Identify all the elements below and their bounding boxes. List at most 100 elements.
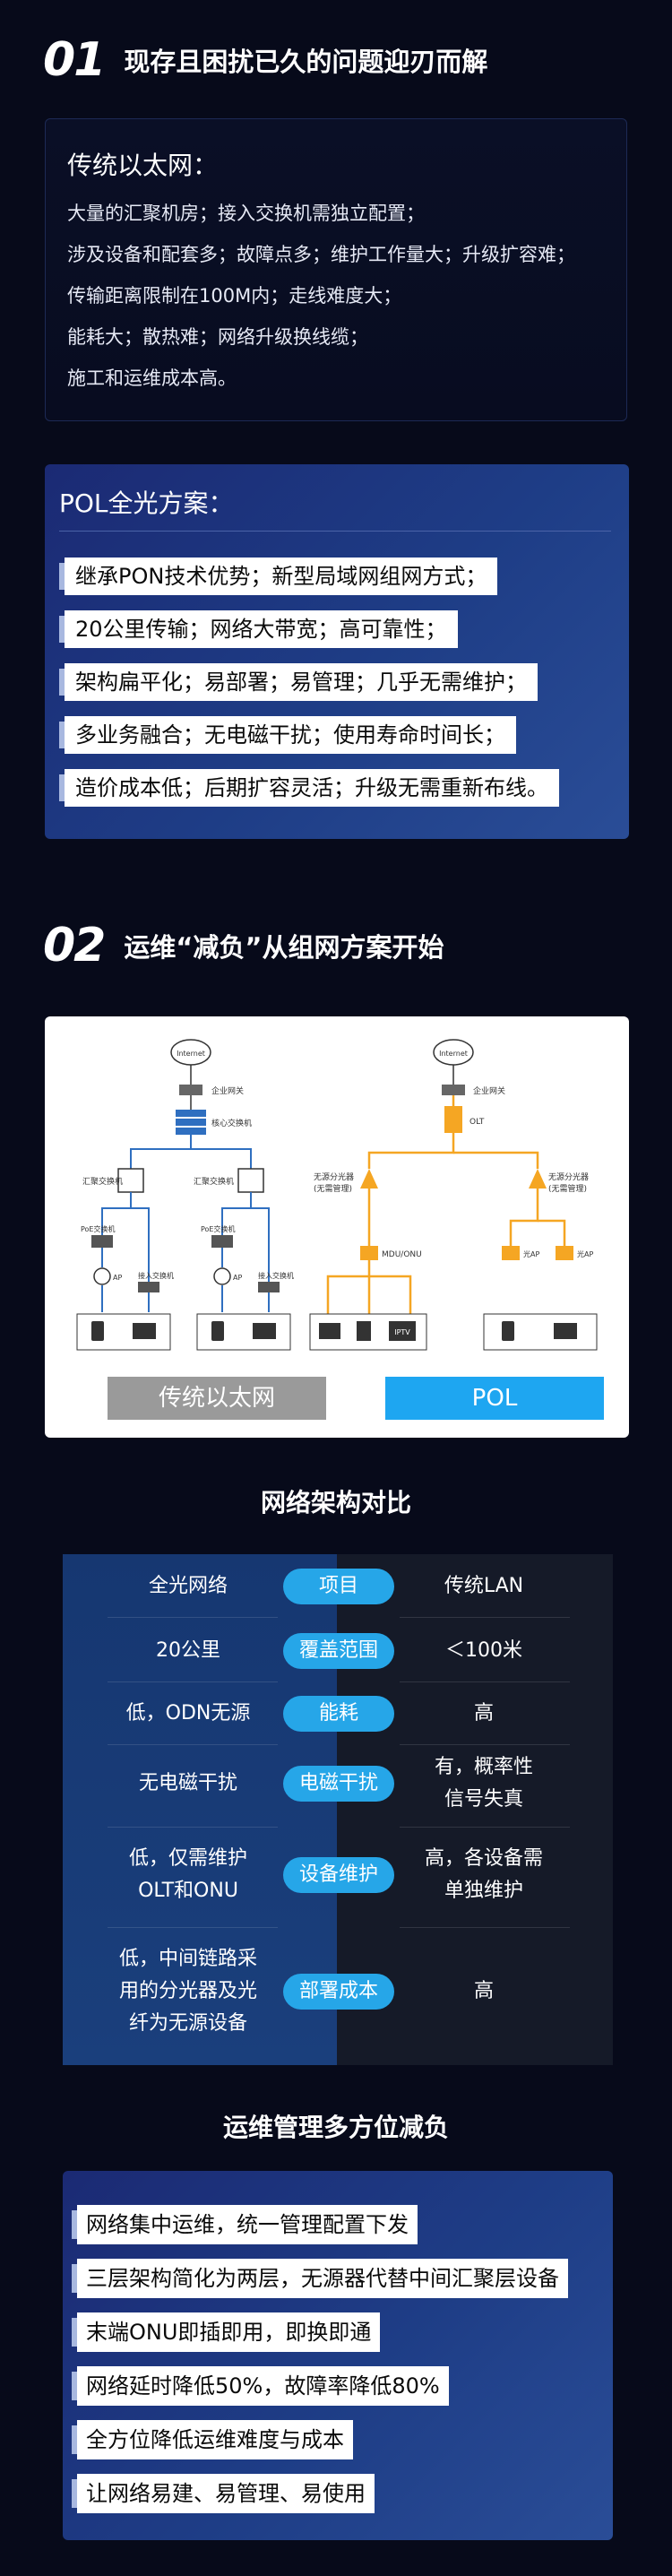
ethernet-line: 传输距离限制在100M内；走线难度大； (67, 285, 402, 307)
comparison-cell-lan: 高 (473, 1980, 494, 2002)
ethernet-label-button: 传统以太网 (108, 1377, 326, 1420)
comparison-item-pill: 部署成本 (283, 1974, 394, 2010)
section1-header: 01 现存且困扰已久的问题迎刃而解 (43, 29, 487, 91)
comparison-cell-pol: 无电磁干扰 (138, 1772, 237, 1794)
agg-switch-icon (117, 1168, 144, 1193)
section2-title: 运维“减负”从组网方案开始 (124, 932, 444, 963)
pol-item: 架构扁平化；易部署；易管理；几乎无需维护； (59, 663, 538, 701)
comparison-item-pill: 设备维护 (283, 1857, 394, 1893)
eth-core-label: 核心交换机 (211, 1118, 252, 1128)
network-diagram: Internet 企业网关 核心交换机 汇聚交换机 汇聚交换机 PoE交换机 P… (45, 1016, 629, 1438)
camera-icon (253, 1323, 276, 1339)
pol-olt-label: OLT (470, 1118, 485, 1127)
ethernet-line: 施工和运维成本高。 (67, 367, 237, 389)
comparison-item-pill: 项目 (283, 1569, 394, 1604)
ops-item: 网络集中运维，统一管理配置下发 (72, 2205, 418, 2244)
eth-topology (76, 1039, 291, 1351)
eth-access-label: 接入交换机 (138, 1271, 174, 1280)
phone-icon (357, 1321, 371, 1341)
poe-switch-icon (91, 1235, 113, 1248)
phone-icon (211, 1321, 224, 1341)
olt-icon (444, 1106, 462, 1133)
eth-poe-label: PoE交换机 (201, 1224, 236, 1233)
ap-icon (93, 1267, 111, 1285)
pol-ap-label: 光AP (523, 1249, 539, 1258)
section2-number: 02 (43, 919, 106, 972)
eth-ap-label: AP (113, 1274, 122, 1282)
eth-agg-label: 汇聚交换机 (82, 1176, 123, 1187)
comparison-divider (400, 1617, 570, 1618)
eth-ap-label: AP (233, 1274, 242, 1282)
optical-ap-icon (502, 1246, 520, 1260)
access-switch-icon (258, 1282, 280, 1292)
comparison-cell-pol: 20公里 (156, 1639, 220, 1662)
comparison-cell-pol: 全光网络 (148, 1575, 228, 1597)
access-switch-icon (138, 1282, 159, 1292)
eth-poe-label: PoE交换机 (81, 1224, 116, 1233)
ops-item: 三层架构简化为两层，无源器代替中间汇聚层设备 (72, 2259, 568, 2298)
pol-gateway-label: 企业网关 (473, 1085, 505, 1096)
comparison-cell-pol: 低，仅需维护 OLT和ONU (128, 1847, 247, 1902)
pol-card-title: POL全光方案： (59, 488, 234, 518)
phone-icon (91, 1321, 104, 1341)
pol-topology (309, 1039, 598, 1351)
ops-card: 网络集中运维，统一管理配置下发 三层架构简化为两层，无源器代替中间汇聚层设备 末… (63, 2171, 613, 2540)
comparison-item-pill: 覆盖范围 (283, 1633, 394, 1669)
ops-item: 末端ONU即插即用，即换即通 (71, 2312, 381, 2352)
comparison-item-pill: 能耗 (283, 1696, 394, 1732)
ethernet-line: 大量的汇聚机房；接入交换机需独立配置； (67, 203, 425, 224)
comparison-cell-lan: 高 (473, 1702, 494, 1725)
optical-ap-icon (556, 1246, 573, 1260)
ethernet-card-title: 传统以太网： (67, 151, 219, 180)
comparison-cell-pol: 低，中间链路采 用的分光器及光 纤为无源设备 (118, 1948, 257, 2035)
pol-unmanaged-label: (无需管理) (314, 1183, 352, 1194)
phone-icon (502, 1321, 514, 1341)
pol-item: 继承PON技术优势；新型局域网组网方式； (58, 558, 498, 595)
splitter-icon (360, 1169, 378, 1189)
comparison-cell-pol: 低，ODN无源 (125, 1702, 251, 1725)
section1-number: 01 (43, 33, 106, 87)
pol-mdu-label: MDU/ONU (382, 1250, 422, 1259)
terminal-group (483, 1313, 598, 1351)
ops-item: 网络延时降低50%，故障率降低80% (72, 2366, 449, 2406)
gateway-icon (442, 1085, 465, 1095)
pol-item: 造价成本低；后期扩容灵活；升级无需重新布线。 (59, 769, 559, 807)
ethernet-card-lines: 大量的汇聚机房；接入交换机需独立配置； 涉及设备和配套多；故障点多；维护工作量大… (67, 193, 575, 399)
comparison-divider (400, 1681, 570, 1682)
section1-title: 现存且困扰已久的问题迎刃而解 (124, 47, 488, 77)
comparison-divider (108, 1681, 278, 1682)
pol-item: 20公里传输；网络大带宽；高可靠性； (59, 610, 458, 648)
pol-iptv-label: IPTV (394, 1328, 410, 1336)
ethernet-line: 涉及设备和配套多；故障点多；维护工作量大；升级扩容难； (67, 244, 575, 265)
section2-header: 02 运维“减负”从组网方案开始 (43, 914, 444, 977)
pol-unmanaged-label: (无需管理) (548, 1183, 587, 1194)
ops-title: 运维管理多方位减负 (222, 2113, 449, 2142)
pol-item: 多业务融合；无电磁干扰；使用寿命时间长； (59, 716, 516, 754)
ap-icon (213, 1267, 231, 1285)
eth-gateway-label: 企业网关 (211, 1085, 244, 1096)
pc-icon (554, 1323, 577, 1339)
pol-internet-label: Internet (439, 1050, 468, 1058)
ops-item: 让网络易建、易管理、易使用 (72, 2474, 375, 2513)
comparison-title: 网络架构对比 (260, 1488, 411, 1517)
comparison-cell-lan: 有，概率性 信号失真 (434, 1756, 533, 1811)
comparison-divider (400, 1927, 570, 1928)
pol-splitter-label: 无源分光器 (548, 1171, 589, 1182)
gateway-icon (179, 1085, 202, 1095)
poe-switch-icon (211, 1235, 233, 1248)
ethernet-card: 传统以太网： 大量的汇聚机房；接入交换机需独立配置； 涉及设备和配套多；故障点多… (45, 118, 627, 421)
pc-icon (133, 1323, 156, 1339)
eth-internet-label: Internet (177, 1050, 205, 1058)
comparison-divider (400, 1827, 570, 1828)
eth-agg-label: 汇聚交换机 (194, 1176, 234, 1187)
core-switch-icon (176, 1110, 206, 1117)
splitter-icon (529, 1169, 547, 1189)
terminal-group (196, 1313, 291, 1351)
comparison-cell-lan: 高，各设备需 单独维护 (424, 1847, 543, 1902)
comparison-divider (108, 1744, 278, 1745)
comparison-divider (108, 1827, 278, 1828)
ops-item: 全方位降低运维难度与成本 (72, 2420, 353, 2459)
iptv-icon (389, 1321, 416, 1341)
eth-access-label: 接入交换机 (258, 1271, 294, 1280)
